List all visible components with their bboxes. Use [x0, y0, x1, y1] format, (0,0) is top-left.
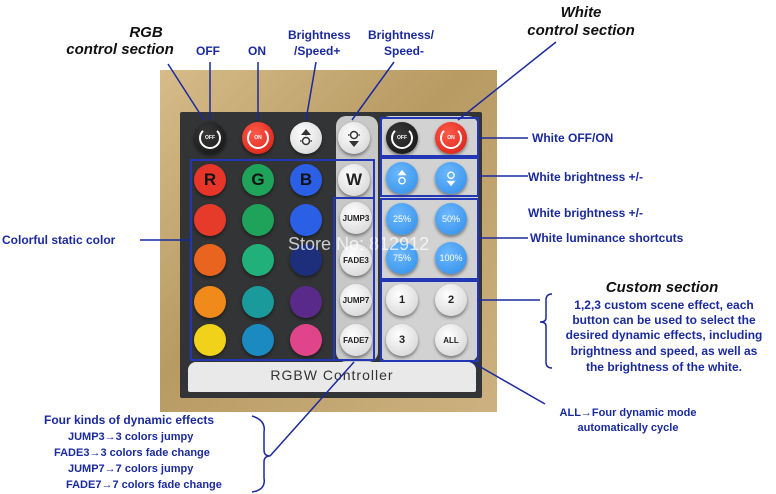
brace [251, 415, 271, 493]
static-color-button[interactable] [242, 244, 274, 276]
sun-up-icon [300, 129, 312, 146]
colorful-static-label: Colorful static color [2, 233, 116, 247]
brace [539, 293, 553, 369]
all-desc-2: automatically cycle [577, 422, 679, 434]
dynamic-effect-item: FADE7→7 colors fade change [66, 479, 222, 491]
static-color-button[interactable] [242, 204, 274, 236]
brightness-minus-label-2: Speed- [384, 44, 425, 58]
off-icon-text: OFF [397, 135, 407, 141]
power-icon: OFF [391, 127, 413, 149]
white-off-button[interactable]: OFF [386, 122, 418, 154]
static-color-button[interactable] [290, 204, 322, 236]
static-color-button[interactable] [290, 324, 322, 356]
white-header-line2: control section [527, 22, 635, 39]
custom-2-button[interactable]: 2 [435, 284, 467, 316]
jump7-button[interactable]: JUMP7 [340, 284, 372, 316]
rgb-on-button[interactable]: ON [242, 122, 274, 154]
rgb-header-line2: control section [66, 41, 174, 58]
custom-desc-4: brightness and speed, as well as [570, 344, 758, 358]
sun-up-icon [397, 169, 407, 185]
white-button[interactable]: W [338, 164, 370, 196]
sun-down-icon [446, 171, 456, 187]
brightness-speed-plus-button[interactable] [290, 122, 322, 154]
green-button[interactable]: G [242, 164, 274, 196]
custom-desc-1: 1,2,3 custom scene effect, each [574, 298, 754, 312]
watermark: Store No: 812912 [288, 234, 430, 254]
power-icon: ON [440, 127, 462, 149]
all-button[interactable]: ALL [435, 324, 467, 356]
brightness-speed-minus-button[interactable] [338, 122, 370, 154]
brightness-plus-label-1: Brightness [288, 28, 351, 42]
custom-desc-5: the brightness of the white. [585, 360, 742, 374]
static-color-button[interactable] [194, 286, 226, 318]
rgb-off-button[interactable]: OFF [194, 122, 226, 154]
blue-button[interactable]: B [290, 164, 322, 196]
custom-desc-3: desired dynamic effects, including [565, 328, 763, 342]
on-icon-text: ON [254, 135, 262, 141]
sun-down-icon [348, 130, 360, 147]
dynamic-effects-title: Four kinds of dynamic effects [44, 413, 215, 427]
white-off-on-label: White OFF/ON [532, 131, 614, 145]
brightness-plus-label-2: /Speed+ [294, 44, 341, 58]
fade7-button[interactable]: FADE7 [340, 324, 372, 356]
power-icon: ON [247, 127, 269, 149]
custom-3-button[interactable]: 3 [386, 324, 418, 356]
custom-header: Custom section [605, 279, 719, 296]
off-label: OFF [196, 44, 220, 58]
jump3-button[interactable]: JUMP3 [340, 202, 372, 234]
dynamic-effect-item: JUMP7→7 colors jumpy [68, 463, 194, 475]
custom-desc-2: button can be used to select the [572, 313, 756, 327]
rgb-header-line1: RGB [129, 24, 163, 41]
static-color-button[interactable] [194, 204, 226, 236]
white-brightness-minus-button[interactable] [435, 162, 467, 194]
custom-1-button[interactable]: 1 [386, 284, 418, 316]
off-icon-text: OFF [205, 135, 215, 141]
luminance-100-button[interactable]: 100% [435, 242, 467, 274]
luminance-50-button[interactable]: 50% [435, 203, 467, 235]
static-color-button[interactable] [242, 324, 274, 356]
all-desc-1: ALL→Four dynamic mode [559, 407, 697, 419]
dynamic-effect-item: JUMP3→3 colors jumpy [68, 431, 194, 443]
power-icon: OFF [199, 127, 221, 149]
white-brightness-plus-button[interactable] [386, 162, 418, 194]
static-color-button[interactable] [290, 286, 322, 318]
white-header-line1: White [560, 4, 602, 21]
white-brightness-label-2: White brightness +/- [528, 206, 644, 220]
static-color-button[interactable] [242, 286, 274, 318]
white-luminance-label: White luminance shortcuts [530, 231, 684, 245]
static-color-button[interactable] [194, 244, 226, 276]
static-color-button[interactable] [194, 324, 226, 356]
remote-title: RGBW Controller [270, 367, 394, 383]
white-brightness-label: White brightness +/- [528, 170, 644, 184]
on-icon-text: ON [447, 135, 455, 141]
brightness-minus-label-1: Brightness/ [368, 28, 435, 42]
dynamic-effect-item: FADE3→3 colors fade change [54, 447, 210, 459]
on-label: ON [248, 44, 266, 58]
red-button[interactable]: R [194, 164, 226, 196]
white-on-button[interactable]: ON [435, 122, 467, 154]
luminance-25-button[interactable]: 25% [386, 203, 418, 235]
